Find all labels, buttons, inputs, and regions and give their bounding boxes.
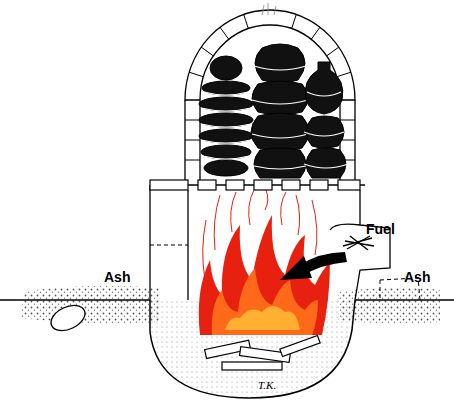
ash-label: Ash <box>404 270 430 284</box>
fuel-label: Fuel <box>366 222 395 236</box>
ash-label: Ash <box>104 270 130 284</box>
signature-label: T.K. <box>258 380 276 391</box>
